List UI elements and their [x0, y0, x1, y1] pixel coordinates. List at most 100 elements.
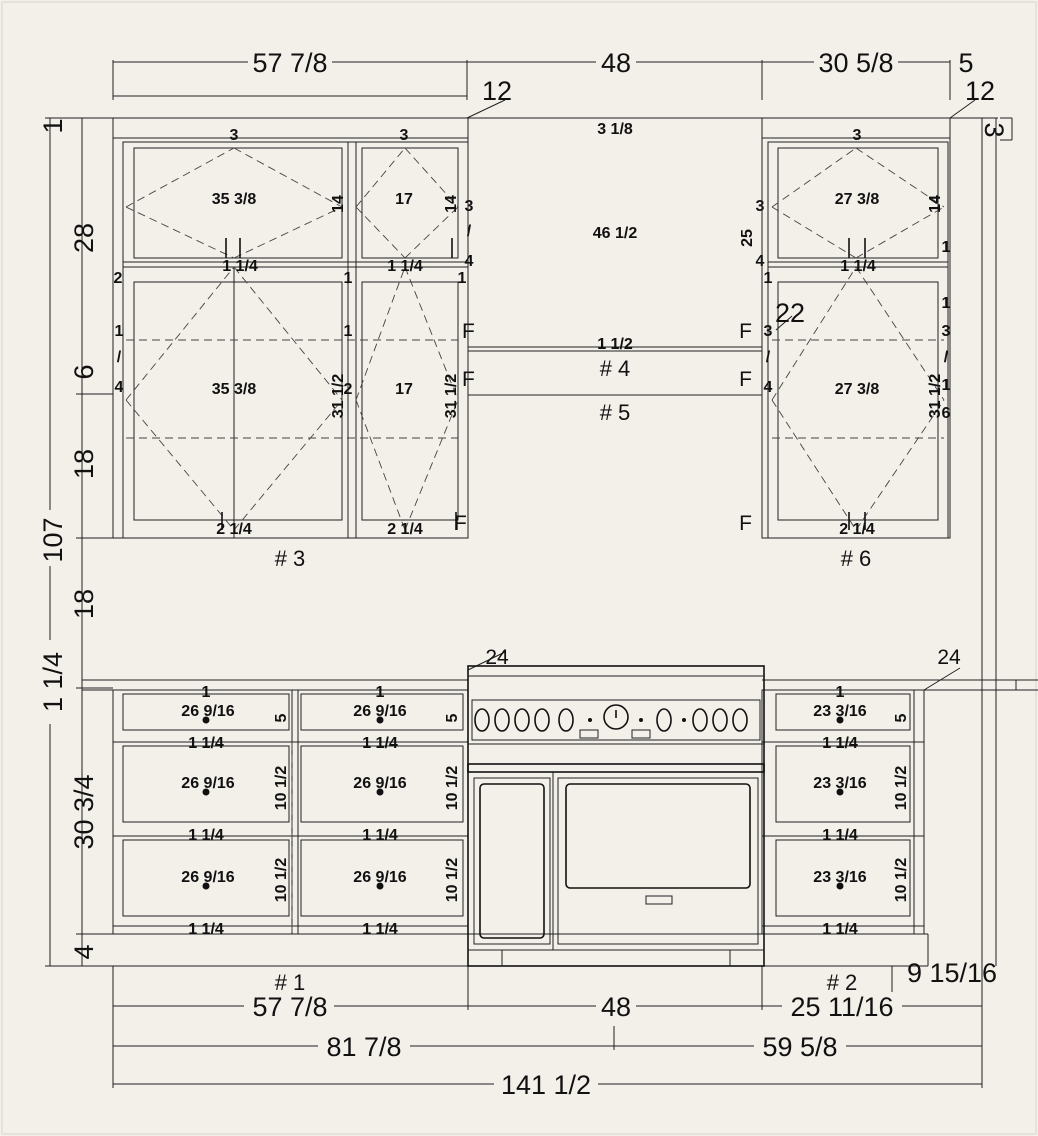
base-right-rail-2: 1 1/4 [822, 827, 858, 844]
base-left-rail-1: 1 1/4 [188, 735, 224, 752]
upper-depth-right: 12 [965, 76, 995, 106]
counter-dim: 1 1/4 [38, 652, 68, 712]
upper-mid-side-2: 2 [344, 381, 353, 398]
drawer-3-width-right: 23 3/16 [813, 869, 866, 886]
upper-cabinet-right [761, 117, 951, 539]
right-glass-height: 14 [927, 195, 944, 213]
mid-lower-glass-width: 17 [395, 381, 413, 398]
right-side-3: 3 [756, 198, 765, 215]
filler-right-2: F [739, 368, 752, 391]
range-stove [467, 665, 765, 967]
cabinet-label-6: # 6 [841, 546, 872, 571]
hood-rail: 1 1/2 [597, 336, 633, 353]
bottom-right-total: 59 5/8 [762, 1032, 837, 1062]
right-mid-rail: 1 1/4 [840, 258, 876, 275]
base-left-rail-3: 1 1/4 [188, 921, 224, 938]
top-right-gap: 5 [958, 48, 973, 78]
bottom-right-extra: 9 15/16 [907, 958, 997, 988]
upper-stile-1: 1 [458, 270, 467, 287]
top-right-width: 30 5/8 [818, 48, 893, 78]
upper-cabinet-labels: 3 3 3 35 3/8 17 27 3/8 14 14 14 1 1/4 1 … [114, 127, 951, 571]
base-depth-left: 24 [485, 646, 509, 669]
upper-left-top-rail: 3 [230, 127, 239, 144]
left-lower-glass-width: 35 3/8 [212, 381, 257, 398]
mid-glass-width: 17 [395, 191, 413, 208]
base-mid-top-1: 1 [376, 684, 385, 701]
hood-label-4: # 4 [600, 356, 631, 381]
right-glass-width: 27 3/8 [835, 191, 880, 208]
base-depth-right: 24 [937, 646, 961, 669]
base-right-rail-3: 1 1/4 [822, 921, 858, 938]
hood-top-dim: 3 1/8 [597, 121, 633, 138]
drawer-2-width-mid: 26 9/16 [353, 775, 406, 792]
right-far-slash: / [944, 349, 949, 366]
upper-mid-dim: 6 [69, 364, 99, 379]
mid-mid-rail: 1 1/4 [387, 258, 423, 275]
toe-dim: 4 [69, 944, 99, 959]
base-left-rail-2: 1 1/4 [188, 827, 224, 844]
drawer-1-h-mid: 5 [444, 713, 461, 722]
upper-side-slash: / [467, 223, 472, 240]
right-far-1b: 1 [942, 295, 951, 312]
drawer-1-h-right: 5 [893, 713, 910, 722]
upper-left-side-4: 4 [115, 379, 124, 396]
filler-left-3: F [454, 512, 467, 535]
upper-mid-side-1: 1 [344, 323, 353, 340]
right-side-25: 25 [739, 229, 756, 247]
right-side-lines [924, 117, 1038, 1086]
right-far-3: 3 [942, 323, 951, 340]
drawer-1-width-mid: 26 9/16 [353, 703, 406, 720]
overall-width: 141 1/2 [501, 1070, 591, 1100]
right-door-height: 31 1/2 [927, 374, 944, 419]
upper-left-side-1: 1 [115, 323, 124, 340]
right-far-1a: 1 [942, 239, 951, 256]
top-left-width: 57 7/8 [252, 48, 327, 78]
hood-width: 46 1/2 [593, 225, 638, 242]
right-near-3: 3 [764, 323, 773, 340]
right-lower-glass-width: 27 3/8 [835, 381, 880, 398]
left-glass-width: 35 3/8 [212, 191, 257, 208]
mid-bot-rail: 2 1/4 [387, 521, 423, 538]
upper-left-side-2: 2 [114, 270, 123, 287]
left-door-height: 31 1/2 [330, 374, 347, 419]
drawer-1-width-right: 23 3/16 [813, 703, 866, 720]
right-far-6: 6 [942, 405, 951, 422]
right-near-slash: / [766, 349, 771, 366]
drawer-2-h-left: 10 1/2 [273, 766, 290, 811]
right-far-1c: 1 [942, 377, 951, 394]
cabinet-label-1: # 1 [275, 970, 306, 995]
hood-label-5: # 5 [600, 400, 631, 425]
filler-right-3: F [739, 512, 752, 535]
upper-top-dim: 28 [69, 223, 99, 253]
drawer-3-width-mid: 26 9/16 [353, 869, 406, 886]
mid-door-height: 31 1/2 [443, 374, 460, 419]
cabinet-label-2: # 2 [827, 970, 858, 995]
bottom-right-width: 25 11/16 [790, 992, 893, 1022]
bottom-left-total: 81 7/8 [326, 1032, 401, 1062]
base-right-top-1: 1 [836, 684, 845, 701]
base-left-top-1: 1 [202, 684, 211, 701]
drawer-1-h-left: 5 [273, 713, 290, 722]
drawer-2-h-mid: 10 1/2 [444, 766, 461, 811]
drawer-2-width-left: 26 9/16 [181, 775, 234, 792]
upper-side-3: 3 [465, 198, 474, 215]
hood-side-ref: 22 [775, 298, 805, 328]
gap-dim: 18 [69, 589, 99, 619]
upper-depth-left: 12 [482, 76, 512, 106]
left-glass-height: 14 [330, 195, 347, 213]
left-dimension-labels: 1 28 6 18 107 18 1 1/4 30 3/4 4 [38, 118, 99, 959]
drawer-3-h-mid: 10 1/2 [444, 858, 461, 903]
drawer-3-h-right: 10 1/2 [893, 858, 910, 903]
base-mid-rail-2: 1 1/4 [362, 827, 398, 844]
right-top-offset: 3 [979, 122, 1009, 137]
cabinet-label-3: # 3 [275, 546, 306, 571]
mid-glass-height: 14 [443, 195, 460, 213]
right-side-4: 4 [756, 253, 765, 270]
base-dim: 30 3/4 [69, 774, 99, 849]
base-cabinet-right [761, 689, 925, 935]
left-bot-rail: 2 1/4 [216, 521, 252, 538]
drawer-2-h-right: 10 1/2 [893, 766, 910, 811]
right-near-4: 4 [764, 379, 773, 396]
filler-right-1: F [739, 320, 752, 343]
